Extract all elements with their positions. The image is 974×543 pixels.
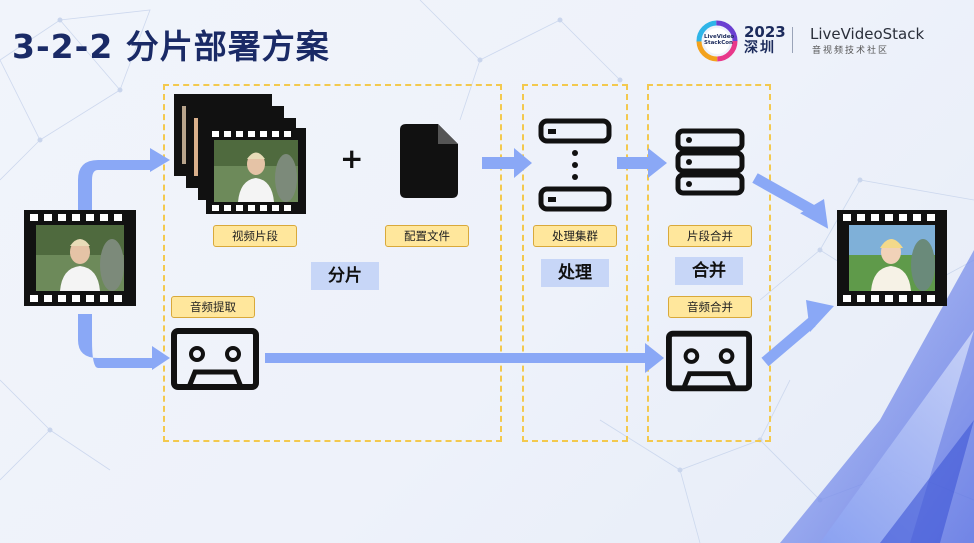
document-icon [400, 124, 458, 198]
conference-logo: LiveVideo StackCon [696, 20, 738, 62]
arrow-cluster-to-merge [617, 148, 667, 178]
film-stack-icon [174, 94, 306, 214]
audio-cassette-left [171, 328, 259, 394]
sharding-stage-box [163, 84, 502, 442]
brand-subtitle: 音视频技术社区 [812, 46, 890, 56]
arrow-audio-to-audio-merge [265, 343, 664, 373]
arrow-merge-to-output [752, 173, 815, 215]
conference-ring-icon [696, 20, 738, 62]
conference-year: 2023 [744, 23, 786, 41]
merging-stage-box [647, 84, 771, 442]
video-segments-stack [174, 94, 306, 216]
stage-label-merging: 合并 [675, 257, 743, 285]
film-strip-icon [24, 210, 136, 306]
arrow-input-to-audio [78, 314, 170, 370]
logo-divider [792, 27, 793, 53]
config-file-icon-wrap [400, 124, 458, 202]
conference-city: 深圳 [744, 40, 776, 56]
processing-stage-box [522, 84, 628, 442]
film-strip-icon [837, 210, 947, 306]
server-stack-icon [675, 128, 745, 196]
arrow-config-to-cluster [482, 148, 532, 178]
conference-badge-text: LiveVideo StackCon [704, 34, 735, 46]
arrow-input-to-segments [78, 148, 170, 210]
brand-logo: LiveVideoStack [810, 25, 925, 43]
label-config-file: 配置文件 [385, 225, 469, 247]
processing-cluster-icon-wrap [538, 118, 612, 218]
label-processing-cluster: 处理集群 [533, 225, 617, 247]
cassette-icon [171, 328, 259, 390]
merge-server-icon-wrap [675, 128, 745, 200]
label-audio-merge: 音频合并 [668, 296, 752, 318]
arrow-audio-merge-to-output [761, 317, 816, 367]
cassette-icon [666, 330, 752, 392]
label-segment-merge: 片段合并 [668, 225, 752, 247]
audio-cassette-right [666, 330, 752, 396]
output-video [837, 210, 947, 306]
label-audio-extract: 音频提取 [171, 296, 255, 318]
stage-label-processing: 处理 [541, 259, 609, 287]
page-title: 3-2-2 分片部署方案 [12, 27, 330, 66]
label-video-segments: 视频片段 [213, 225, 297, 247]
input-video [24, 210, 136, 306]
plus-sign: + [340, 142, 364, 175]
server-cluster-icon [538, 118, 612, 212]
stage-label-sharding: 分片 [311, 262, 379, 290]
